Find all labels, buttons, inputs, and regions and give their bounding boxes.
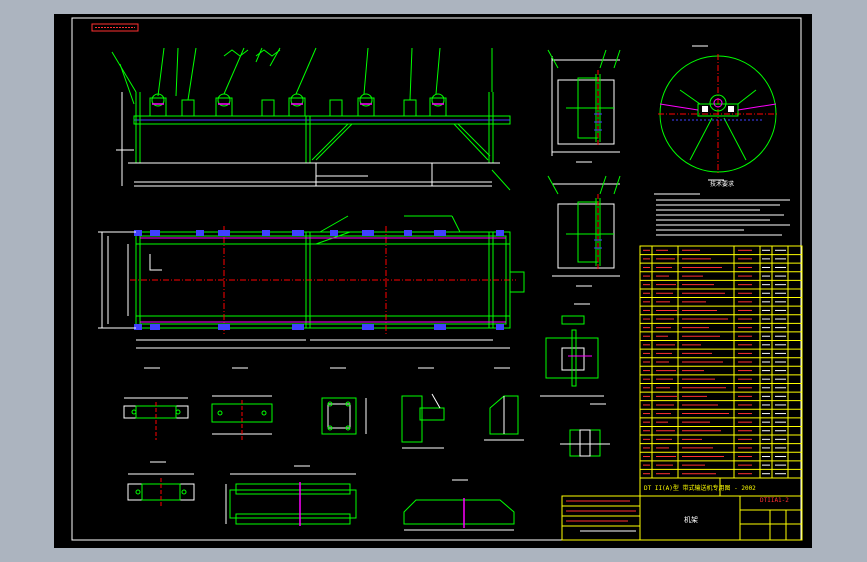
- parts-list-text: [643, 249, 786, 475]
- drawing-number: DTIIA1-2: [760, 497, 789, 504]
- roller-section-view: [658, 54, 778, 174]
- view-label-marks: [144, 45, 724, 481]
- plan-view: [98, 215, 525, 349]
- notes-heading: 技术要求: [710, 180, 734, 188]
- title-block: [561, 477, 803, 541]
- elevation-view: [111, 47, 511, 191]
- drawing-tag-box: [91, 23, 139, 32]
- sheet-label: 机架: [684, 515, 698, 524]
- sheet-border: [71, 17, 802, 541]
- detail-parts: [123, 315, 610, 531]
- section-views: [547, 49, 621, 277]
- technical-notes: [654, 193, 790, 236]
- drawing-title: DT II(A)型 带式输送机专用图 - 2002: [644, 484, 756, 492]
- parts-list-table: [639, 245, 803, 479]
